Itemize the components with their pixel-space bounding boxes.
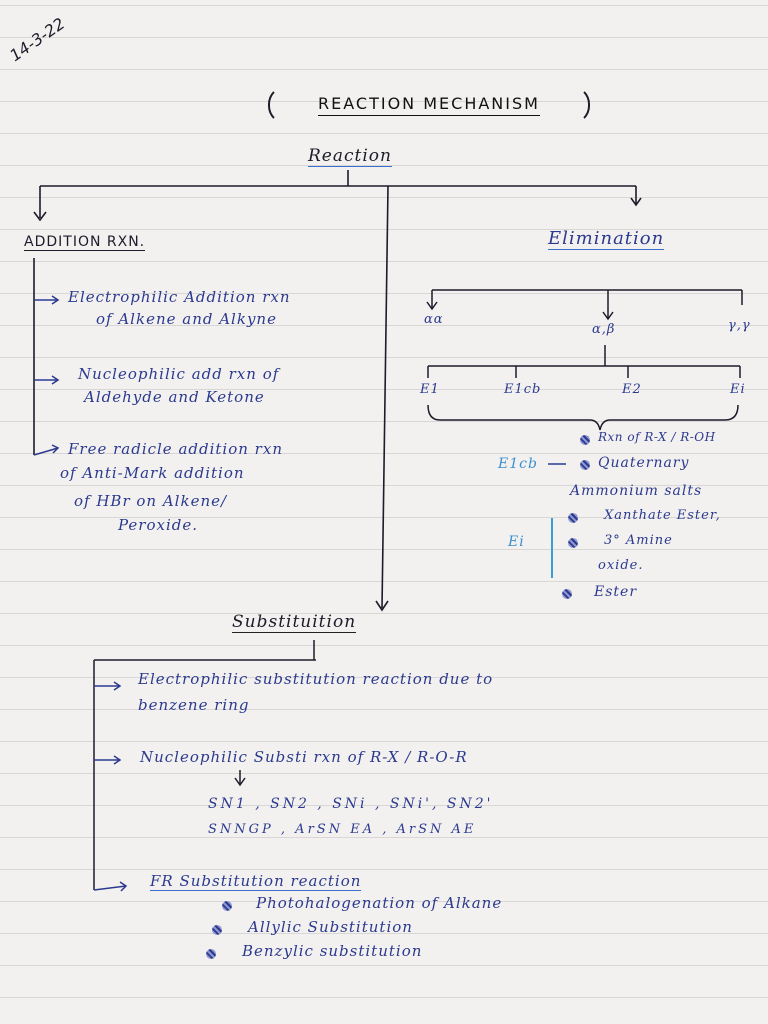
substitution-heading: Substituition xyxy=(232,612,357,633)
addition-item-1-line2: of Alkene and Alkyne xyxy=(96,310,277,328)
sn-row-1: SN1 , SN2 , SNi , SNi', SN2' xyxy=(208,796,494,812)
e1cb-item-1: Rxn of R-X / R-OH xyxy=(598,430,716,444)
e1cb-label: E1cb xyxy=(498,456,538,472)
subst-item-1-line1: Electrophilic substitution reaction due … xyxy=(138,670,494,688)
bullet-icon xyxy=(568,538,578,548)
addition-item-3-line2: of Anti-Mark addition xyxy=(60,464,245,482)
addition-item-1-line1: Electrophilic Addition rxn xyxy=(68,288,291,306)
ei-item-1: Xanthate Ester, xyxy=(604,508,721,523)
bullet-icon xyxy=(580,435,590,445)
bullet-icon xyxy=(222,901,232,911)
page-title-text: REACTION MECHANISM xyxy=(318,94,540,116)
elim-branch-alpha-alpha: αα xyxy=(424,312,444,327)
fr-item-1: Photohalogenation of Alkane xyxy=(256,894,503,912)
sn-row-2: SNNGP , ArSN EA , ArSN AE xyxy=(208,822,477,837)
elim-branch-gamma: γ,γ xyxy=(728,318,751,333)
elim-type-ei: Ei xyxy=(730,382,746,397)
bullet-icon xyxy=(568,513,578,523)
bullet-icon xyxy=(580,460,590,470)
elim-type-e1: E1 xyxy=(420,382,440,397)
fr-item-2: Allylic Substitution xyxy=(248,918,413,936)
subst-item-2-line1: Nucleophilic Substi rxn of R-X / R-O-R xyxy=(140,748,468,766)
subst-item-3-line1: FR Substitution reaction xyxy=(150,872,362,891)
elim-branch-alpha-beta: α,β xyxy=(592,322,616,337)
e1cb-item-3: Ammonium salts xyxy=(570,483,703,499)
ei-item-2: 3° Amine xyxy=(604,533,673,548)
addition-heading: ADDITION RXN. xyxy=(24,234,146,251)
addition-item-3-line4: Peroxide. xyxy=(118,516,199,534)
page-title: REACTION MECHANISM xyxy=(268,86,590,124)
addition-item-3-line1: Free radicle addition rxn xyxy=(68,440,283,458)
root-reaction: Reaction xyxy=(308,146,392,167)
subst-item-1-line2: benzene ring xyxy=(138,696,250,714)
ei-label: Ei xyxy=(508,534,525,550)
bullet-icon xyxy=(212,925,222,935)
addition-item-3-line3: of HBr on Alkene/ xyxy=(74,492,228,510)
elimination-heading: Elimination xyxy=(548,228,665,250)
bullet-icon xyxy=(562,589,572,599)
bullet-icon xyxy=(206,949,216,959)
fr-item-3: Benzylic substitution xyxy=(242,942,423,960)
elim-type-e2: E2 xyxy=(622,382,642,397)
ei-item-3: oxide. xyxy=(598,558,644,573)
elim-type-e1cb: E1cb xyxy=(504,382,542,397)
addition-item-2-line1: Nucleophilic add rxn of xyxy=(78,365,280,383)
addition-item-2-line2: Aldehyde and Ketone xyxy=(84,388,265,406)
e1cb-item-2: Quaternary xyxy=(598,455,690,471)
ei-item-4: Ester xyxy=(594,584,638,600)
